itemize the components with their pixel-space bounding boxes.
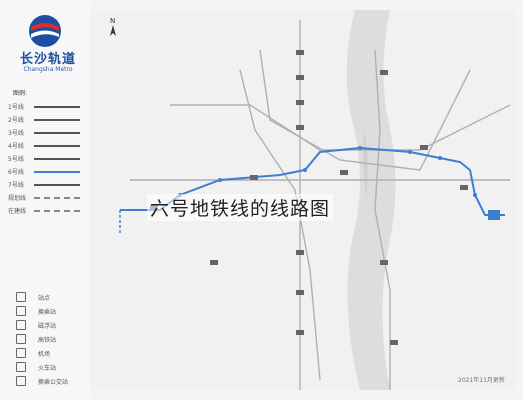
line6-station: [473, 193, 477, 197]
line6-station: [408, 150, 412, 154]
station-marker: [390, 340, 398, 345]
legend-line-label: 6号线: [8, 169, 24, 176]
legend-line-label: 在建线: [8, 208, 27, 215]
metro-map: [119, 10, 511, 390]
station-marker: [420, 145, 428, 150]
station-marker: [296, 290, 304, 295]
airport-terminal-icon: [488, 210, 500, 220]
legend-symbol-item: 高铁站: [8, 334, 82, 346]
station-marker: [250, 175, 258, 180]
line6-station: [303, 168, 307, 172]
station-marker: [296, 125, 304, 130]
legend-line-label: 5号线: [8, 156, 24, 163]
legend-symbol-label: 站点: [38, 295, 51, 302]
station-marker: [296, 330, 304, 335]
railway-icon: [16, 334, 26, 344]
line6-station: [358, 146, 362, 150]
brand-name: 长沙轨道: [19, 52, 76, 67]
legend-panel: 长沙轨道 Changsha Metro 图例: 1号线 2号线 3号线 4号线 5号线 6…: [0, 0, 90, 400]
legend-symbol-item: 火车站: [8, 362, 82, 374]
legend-line-swatch: [34, 184, 80, 186]
legend-line-label: 2号线: [8, 117, 24, 124]
legend-line-label: 规划线: [8, 195, 27, 202]
legend-line-swatch: [34, 106, 80, 108]
line-7: [259, 49, 471, 171]
station-marker: [296, 50, 304, 55]
legend-line-item: 4号线: [8, 141, 82, 151]
station-marker: [460, 185, 468, 190]
legend-symbol-label: 高铁站: [38, 337, 57, 344]
station-marker: [210, 260, 218, 265]
legend-line-label: 4号线: [8, 143, 24, 150]
legend-line-swatch: [34, 210, 80, 212]
line-3: [239, 69, 321, 381]
legend-line-item: 6号线: [8, 167, 82, 177]
legend-line-item: 2号线: [8, 115, 82, 125]
legend-line-swatch: [34, 171, 80, 173]
north-arrow-icon: N: [110, 17, 116, 36]
legend-line-item: 5号线: [8, 154, 82, 164]
legend-line-label: 7号线: [8, 182, 24, 189]
legend-line-swatch: [34, 145, 80, 147]
line6-station: [218, 178, 222, 182]
legend-symbol-item: 站点: [8, 292, 82, 304]
legend-line-swatch: [34, 158, 80, 160]
legend-symbol-item: 磁浮站: [8, 320, 82, 332]
legend-line-swatch: [34, 197, 80, 199]
maglev-icon: [16, 320, 26, 330]
xiang-river: [346, 10, 396, 390]
changsha-metro-logo-icon: [29, 15, 61, 47]
legend-line-item: 1号线: [8, 102, 82, 112]
station-marker: [340, 170, 348, 175]
legend-line-label: 1号线: [8, 104, 24, 111]
legend-symbol-label: 磁浮站: [38, 323, 57, 330]
station-marker: [380, 70, 388, 75]
bus-icon: [16, 376, 26, 386]
station-marker: [296, 75, 304, 80]
legend-symbol-label: 换乘公交站: [38, 379, 69, 386]
legend-line-swatch: [34, 132, 80, 134]
legend-line-swatch: [34, 119, 80, 121]
legend-line-item: 在建线: [8, 206, 82, 216]
legend-symbol-label: 换乘站: [38, 309, 57, 316]
line-5: [374, 49, 391, 390]
legend-symbol-item: 换乘站: [8, 306, 82, 318]
legend-symbol-label: 火车站: [38, 365, 57, 372]
legend-symbol-item: 机场: [8, 348, 82, 360]
line6-station: [438, 156, 442, 160]
station-icon: [16, 292, 26, 302]
legend-line-label: 3号线: [8, 130, 24, 137]
station-marker: [296, 100, 304, 105]
airport-icon: [16, 348, 26, 358]
station-marker: [296, 250, 304, 255]
legend-symbol-item: 换乘公交站: [8, 376, 82, 388]
legend-symbol-label: 机场: [38, 351, 51, 358]
train-icon: [16, 362, 26, 372]
legend-line-item: 3号线: [8, 128, 82, 138]
update-note: 2021年11月更新: [458, 377, 505, 384]
transfer-icon: [16, 306, 26, 316]
legend-line-item: 7号线: [8, 180, 82, 190]
legend-line-item: 规划线: [8, 193, 82, 203]
map-title: 六号地铁线的线路图: [147, 194, 334, 221]
legend-title: 图例:: [13, 90, 28, 97]
brand-subtitle: Changsha Metro: [23, 66, 73, 73]
line-4: [170, 104, 511, 151]
svg-text:N: N: [110, 17, 115, 25]
station-marker: [380, 260, 388, 265]
